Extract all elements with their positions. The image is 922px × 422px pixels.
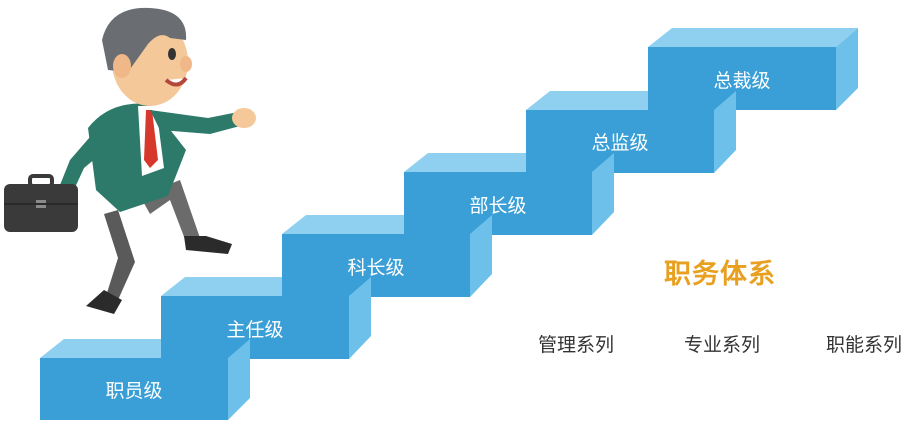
step-5: 总监级 bbox=[526, 91, 736, 173]
step-label-1: 职员级 bbox=[105, 380, 162, 402]
step-2: 主任级 bbox=[161, 277, 371, 359]
step-6: 总裁级 bbox=[648, 28, 858, 110]
step-4: 部长级 bbox=[404, 153, 614, 235]
step-1: 职员级 bbox=[40, 339, 250, 420]
step-3: 科长级 bbox=[282, 215, 492, 297]
step-label-2: 主任级 bbox=[226, 319, 283, 341]
step-label-3: 科长级 bbox=[347, 257, 404, 279]
step-label-6: 总裁级 bbox=[713, 70, 770, 92]
series-management: 管理系列 bbox=[538, 334, 615, 356]
system-title: 职务体系 bbox=[664, 259, 776, 290]
stairs: 总裁级 总监级 部长级 科长级 主任级 bbox=[40, 28, 858, 420]
series-functional: 职能系列 bbox=[826, 334, 903, 356]
step-label-5: 总监级 bbox=[591, 132, 648, 154]
businessman-climbing-icon bbox=[54, 7, 256, 314]
step-label-4: 部长级 bbox=[469, 195, 526, 217]
series-professional: 专业系列 bbox=[684, 334, 761, 356]
briefcase-icon bbox=[4, 174, 78, 232]
